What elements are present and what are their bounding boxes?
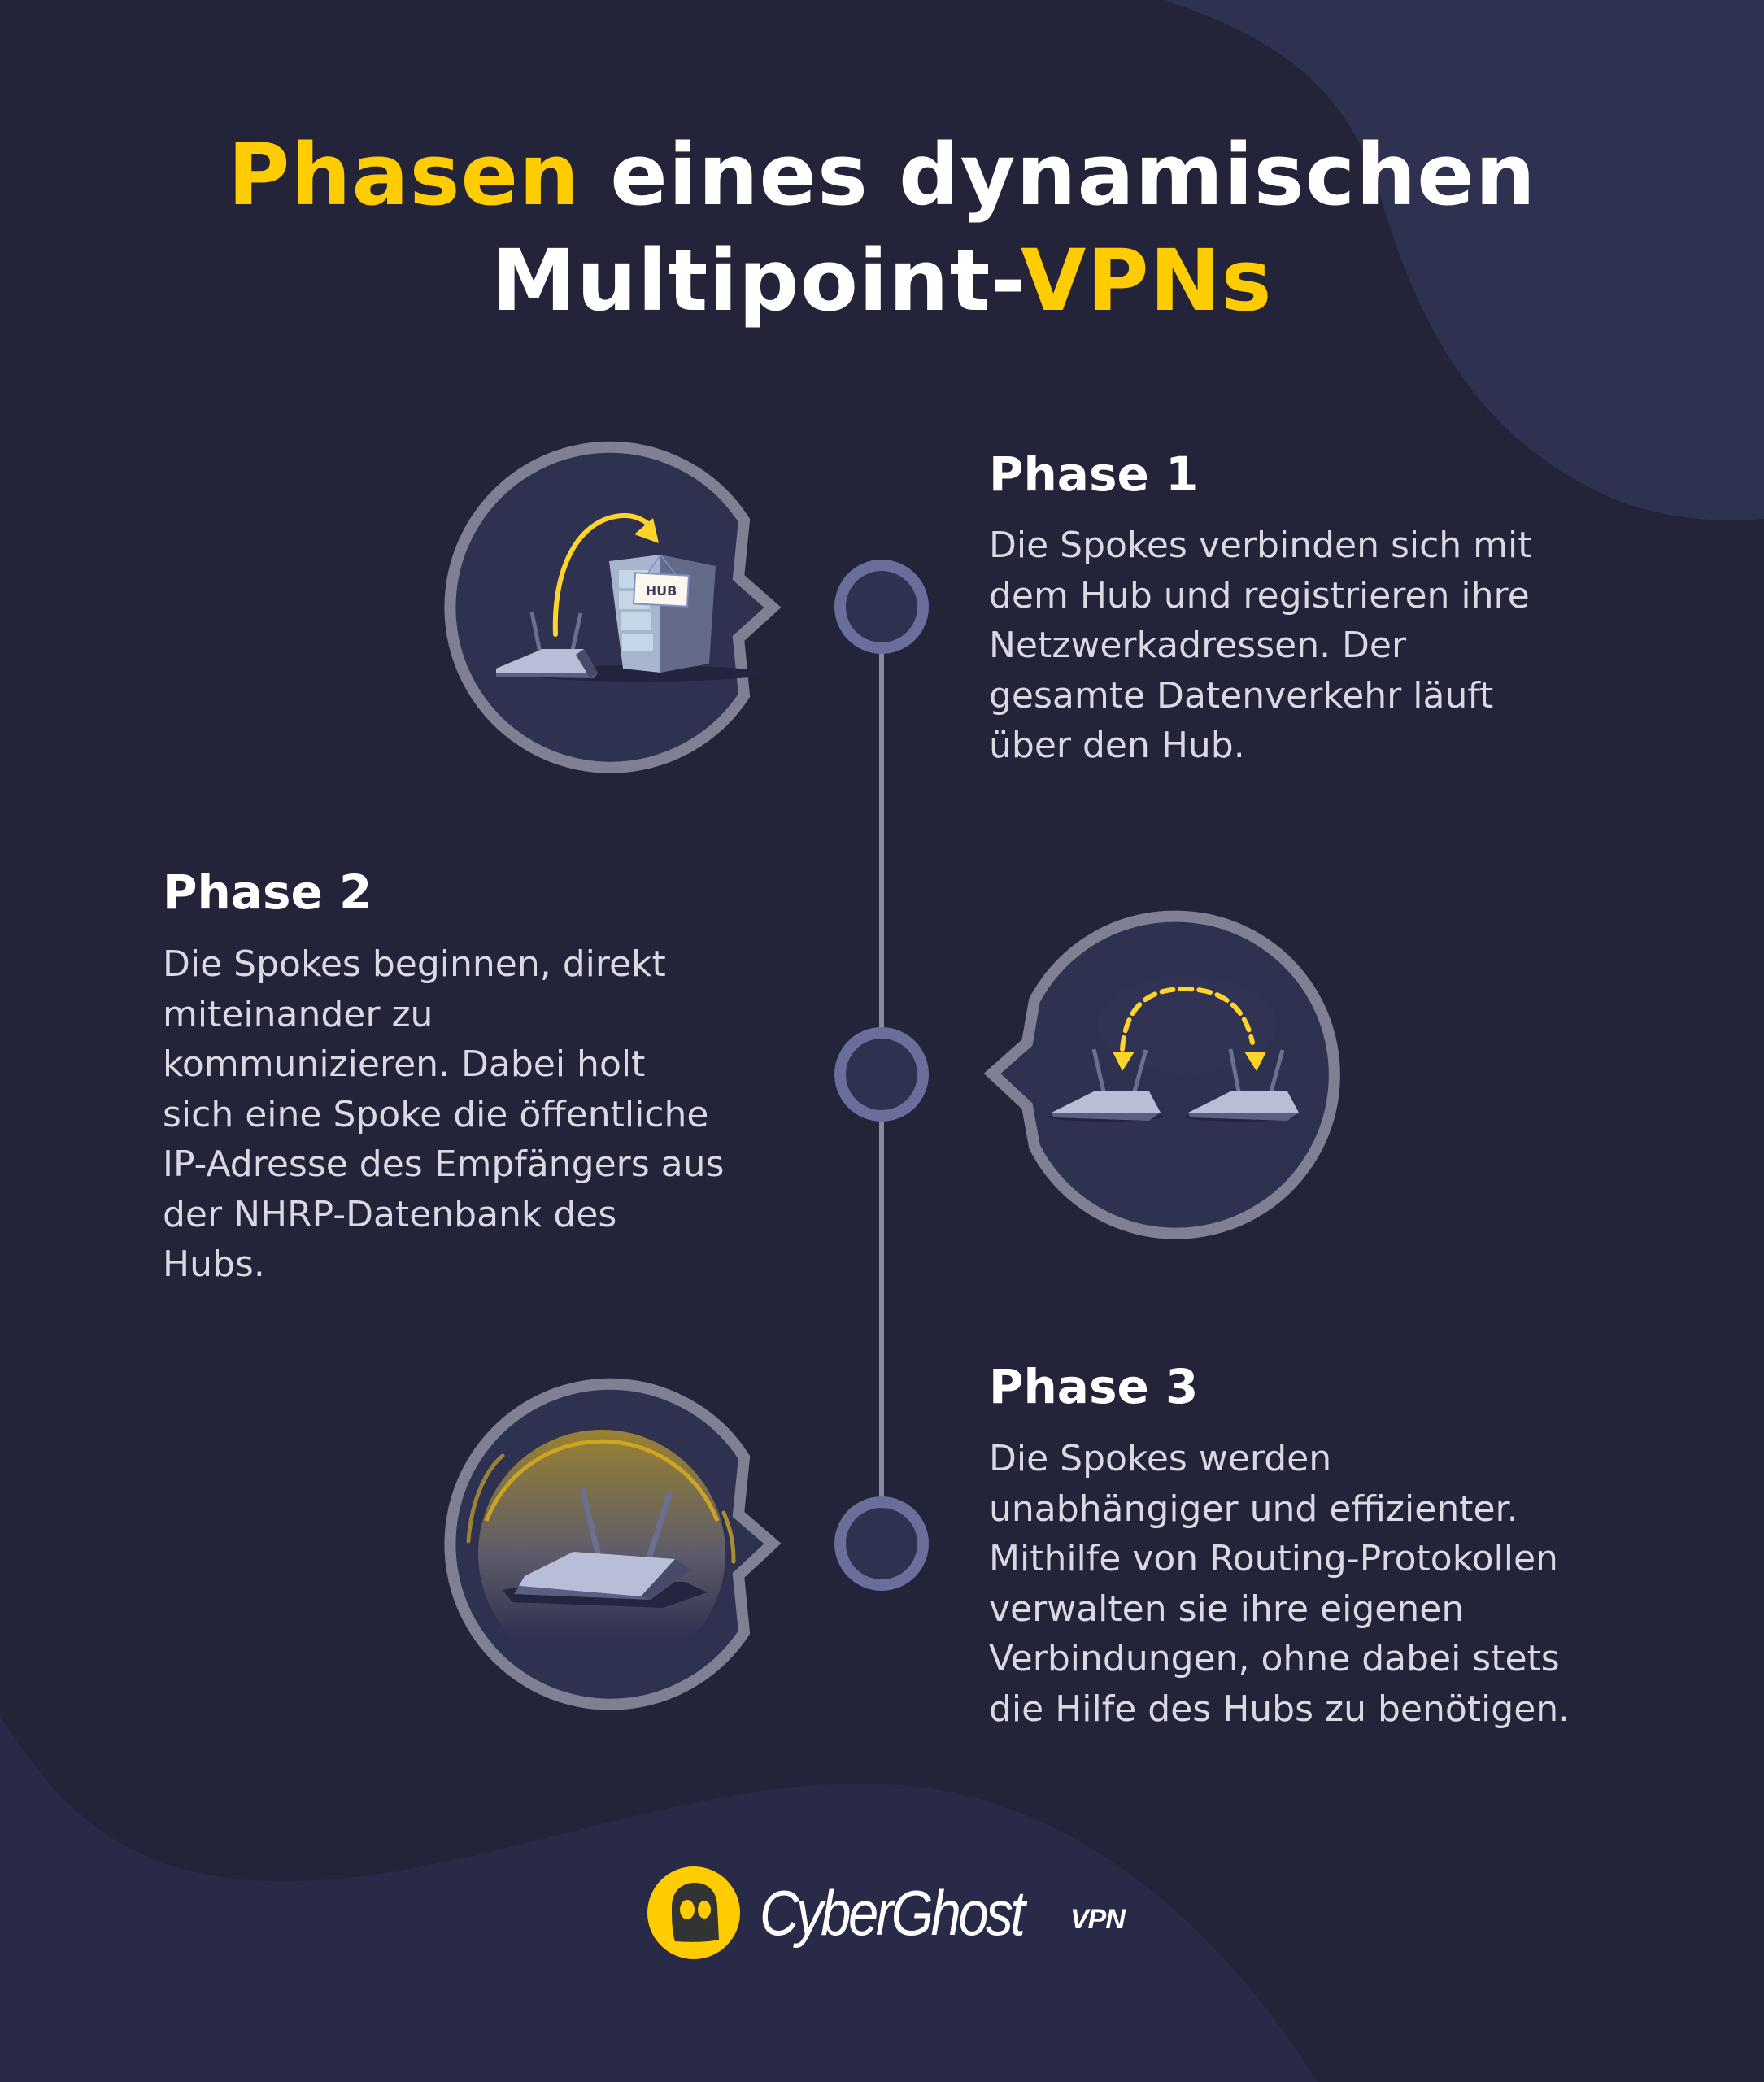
phase-3-description: Die Spokes werden unabhängiger und effiz… <box>989 1434 1570 1734</box>
phase-2-line: kommunizieren. Dabei holt <box>163 1043 646 1085</box>
phase-1-line: Die Spokes verbinden sich mit <box>989 525 1532 566</box>
phase-3-line: die Hilfe des Hubs zu benötigen. <box>989 1688 1570 1730</box>
phase-3-line: Verbindungen, ohne dabei stets <box>989 1638 1560 1679</box>
phase-1-line: Netzwerkadressen. Der <box>989 625 1407 666</box>
ghost-icon <box>672 1883 719 1942</box>
phase-1-line: dem Hub und registrieren ihre <box>989 574 1530 616</box>
hub-label: HUB <box>646 583 677 599</box>
phase-2-line: der NHRP-Datenbank des <box>163 1193 617 1235</box>
title-line-2: Multipoint-VPNs <box>0 228 1764 333</box>
timeline-node-3 <box>834 1496 929 1591</box>
glowing-router-icon <box>444 1378 782 1710</box>
page-title: Phasen eines dynamischen Multipoint-VPNs <box>0 122 1764 333</box>
phase-3-line: Die Spokes werden <box>989 1438 1332 1479</box>
phase-2-line: miteinander zu <box>163 993 433 1035</box>
logo-brand-text: CyberGhost <box>760 1877 1026 1949</box>
phase-3-line: Mithilfe von Routing-Protokollen <box>989 1538 1558 1579</box>
timeline-node-1 <box>834 560 929 654</box>
phase-2-line: IP-Adresse des Empfängers aus <box>163 1143 725 1185</box>
phase-1-icon-bubble: HUB <box>444 441 782 773</box>
phase-2-title: Phase 2 <box>163 865 372 920</box>
title-line-1: Phasen eines dynamischen <box>0 122 1764 228</box>
phase-3-title: Phase 3 <box>989 1359 1199 1414</box>
phase-2-line: Die Spokes beginnen, direkt <box>163 943 666 985</box>
title-text-2: Multipoint- <box>491 231 1021 330</box>
phase-1-line: gesamte Datenverkehr läuft <box>989 674 1494 717</box>
router-to-hub-icon: HUB <box>444 441 782 773</box>
title-highlight-phasen: Phasen <box>228 125 581 224</box>
phase-2-description: Die Spokes beginnen, direkt miteinander … <box>163 939 724 1290</box>
logo-vpn-text: VPN <box>1070 1904 1126 1935</box>
phase-3-line: unabhängiger und effizienter. <box>989 1487 1518 1530</box>
phase-2-icon-bubble <box>983 910 1340 1239</box>
ghost-logo-icon <box>647 1866 740 1959</box>
phase-1-line: über den Hub. <box>989 725 1245 766</box>
timeline-node-2 <box>834 1027 929 1122</box>
phase-3-icon-bubble <box>444 1378 782 1710</box>
top-right-blob <box>1163 0 1764 520</box>
phase-1-description: Die Spokes verbinden sich mit dem Hub un… <box>989 520 1532 771</box>
router-to-router-icon <box>983 910 1340 1239</box>
title-highlight-vpns: VPNs <box>1020 231 1273 330</box>
title-text-1: eines dynamischen <box>580 125 1536 224</box>
phase-2-line: Hubs. <box>163 1244 265 1285</box>
phase-3-line: verwalten sie ihre eigenen <box>989 1588 1465 1630</box>
phase-2-line: sich eine Spoke die öffentliche <box>163 1093 709 1135</box>
phase-1-title: Phase 1 <box>989 446 1199 502</box>
